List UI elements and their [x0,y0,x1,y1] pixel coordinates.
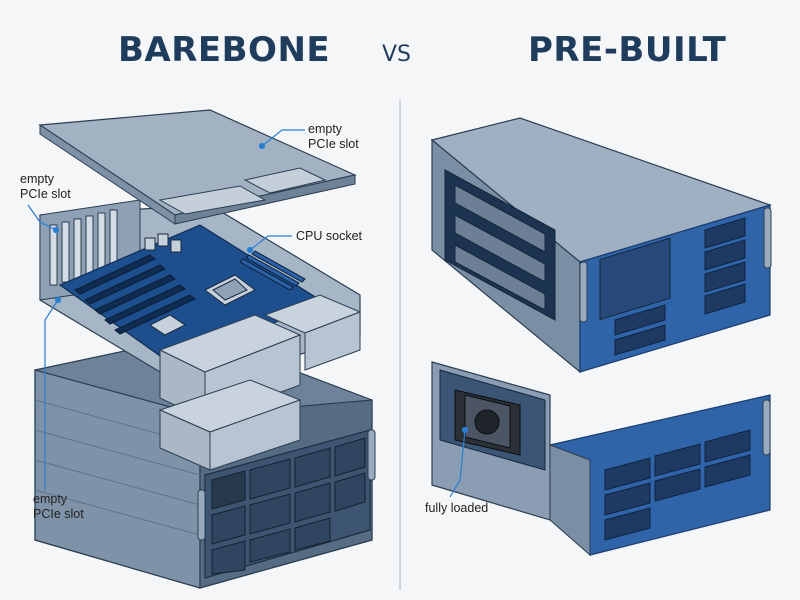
prebuilt-server-illustration [430,117,772,557]
callout-top-pcie: empty PCIe slot [308,122,359,152]
chipset [149,314,186,336]
front-drive-bays [614,217,746,356]
callout-fully-loaded: fully loaded [425,501,489,515]
lower-drive-bays [604,429,751,541]
barebone-server-illustration [27,109,376,589]
installed-gpu [454,389,521,456]
callout-bottom-pcie-line1: empty [33,492,68,506]
callout-top-pcie-line1: empty [308,122,343,136]
barebone-title: BAREBONE [118,30,331,70]
prebuilt-chassis [430,117,772,374]
board-pcie-slots [74,254,196,335]
callout-top-pcie-line2: PCIe slot [308,137,359,151]
cpu-socket [204,274,256,306]
capacitors [144,233,182,253]
vs-label: VS [382,42,412,67]
prebuilt-open-unit [431,361,771,557]
callout-left-pcie-line1: empty [20,172,55,186]
side-gpu-cards [454,184,546,311]
drive-cages [158,294,362,471]
prebuilt-callout-line [449,426,469,498]
barebone-callout-lines [27,129,305,490]
prebuilt-title: PRE-BUILT [528,30,727,70]
callout-left-pcie: empty PCIe slot [20,172,71,202]
ram-slots [239,250,306,291]
removed-top-cover [38,109,357,225]
front-drive-panel [197,429,376,579]
open-chassis-tray [39,199,361,391]
callout-bottom-pcie-line2: PCIe slot [33,507,84,521]
callout-cpu-socket: CPU socket [296,229,362,243]
callout-left-pcie-line2: PCIe slot [20,187,71,201]
callout-bottom-pcie: empty PCIe slot [33,492,84,522]
